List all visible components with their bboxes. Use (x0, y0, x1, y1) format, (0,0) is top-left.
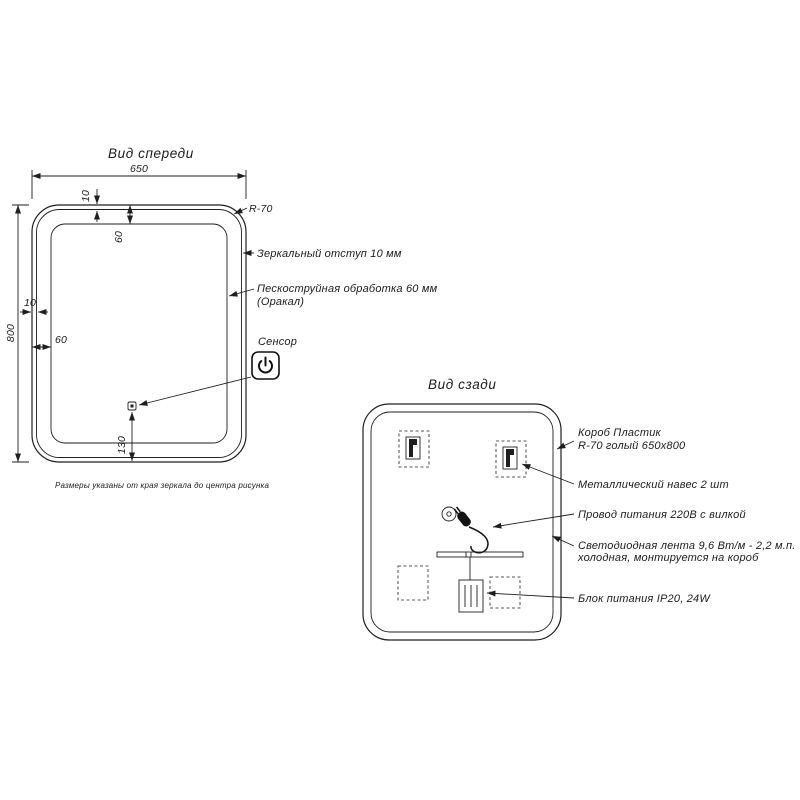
hanger-callout: Металлический навес 2 шт (521, 463, 729, 491)
dim-left-sandblast: 60 (32, 334, 67, 350)
front-view-footnote: Размеры указаны от края зеркала до центр… (55, 481, 270, 490)
led-callout: Светодиодная лента 9,6 Вт/м - 2,2 м.п. х… (551, 535, 796, 564)
box-inner-edge (370, 411, 554, 633)
sandblast-label-line2: (Оракал) (257, 296, 304, 308)
dim-sensor-bottom-label: 130 (116, 436, 128, 454)
dim-width: 650 (31, 163, 247, 199)
psu-label: Блок питания IP20, 24W (578, 593, 711, 605)
leader-line (556, 440, 575, 450)
hanger-right (495, 440, 527, 478)
front-view-title: Вид спереди (108, 146, 194, 161)
mirror-offset-label: Зеркальный отступ 10 мм (257, 248, 402, 260)
mirror-body (31, 204, 247, 463)
cord-grommet-hole (446, 511, 452, 517)
hanger-zone-dashed (495, 440, 527, 478)
sensor-mark-dot (130, 404, 134, 408)
dim-height: 800 (5, 204, 29, 463)
dim-top-offset-label: 10 (80, 190, 92, 202)
dim-left-offset: 10 (20, 297, 48, 315)
power-cord (441, 506, 489, 554)
leader-line (486, 590, 575, 599)
led-label-line1: Светодиодная лента 9,6 Вт/м - 2,2 м.п. (578, 540, 796, 552)
cord-cable (468, 526, 489, 554)
back-view: Вид сзади (362, 377, 796, 641)
dim-top-offset: 10 (80, 189, 100, 222)
leader-line (233, 207, 248, 215)
front-view: Вид спереди 650 800 10 60 (5, 146, 438, 490)
leader-line (492, 513, 575, 529)
power-icon-arc (258, 360, 273, 374)
sandblast-inner-edge (50, 223, 228, 444)
sandblast-callout: Пескоструйная обработка 60 мм (Оракал) (228, 283, 438, 308)
mirror-offset-line (36, 209, 242, 458)
dim-height-label: 800 (5, 324, 17, 342)
dim-width-label: 650 (130, 163, 148, 175)
corner-radius-callout: R-70 (233, 203, 273, 215)
mirror-outer-edge (31, 204, 247, 463)
power-supply-unit (458, 557, 484, 613)
dim-left-sandblast-label: 60 (55, 334, 67, 346)
power-icon-frame (251, 351, 280, 380)
box-callout: Короб Пластик R-70 голый 650x800 (556, 427, 686, 452)
box-body (362, 403, 562, 641)
led-strip (436, 551, 524, 558)
dim-top-sandblast-label: 60 (113, 231, 125, 243)
sensor-mark (127, 401, 137, 411)
led-strip-bar (436, 551, 524, 558)
hanger-left (398, 430, 430, 468)
plug-prong (455, 506, 461, 513)
hanger-plate (405, 436, 421, 460)
dim-left-offset-label: 10 (24, 297, 36, 309)
cord-grommet (441, 506, 457, 522)
hanger-zone-dashed (398, 430, 430, 468)
sandblast-label-line1: Пескоструйная обработка 60 мм (257, 283, 438, 295)
leader-line (138, 376, 252, 406)
power-icon (251, 351, 280, 380)
psu-body (458, 579, 484, 613)
plug-body (457, 511, 471, 527)
hanger-hook (506, 449, 514, 467)
leader-line (551, 535, 575, 547)
plug-icon (453, 506, 471, 527)
mirror-offset-callout: Зеркальный отступ 10 мм (243, 248, 402, 260)
box-label-line2: R-70 голый 650x800 (578, 440, 686, 452)
box-outer-edge (362, 403, 562, 641)
leader-line (521, 463, 575, 485)
sensor-callout: Сенсор (138, 336, 297, 406)
sensor-mark-outline (127, 401, 137, 411)
dim-sensor-bottom: 130 (116, 412, 135, 461)
leader-line (228, 288, 255, 297)
psu-callout: Блок питания IP20, 24W (486, 590, 711, 605)
hanger-plate (502, 446, 518, 470)
cord-label: Провод питания 220В с вилкой (578, 509, 746, 521)
corner-radius-label: R-70 (249, 203, 273, 215)
hanger-label: Металлический навес 2 шт (578, 479, 729, 491)
hanger-hook (409, 439, 417, 457)
dim-top-sandblast: 60 (113, 205, 133, 243)
box-label-line1: Короб Пластик (578, 427, 662, 439)
cord-callout: Провод питания 220В с вилкой (492, 509, 746, 529)
plug-prong (453, 508, 459, 515)
cutout-bottom-left (397, 565, 429, 601)
led-label-line2: холодная, монтируется на короб (577, 552, 759, 564)
cutout-bottom-right (489, 576, 521, 609)
sensor-label: Сенсор (258, 336, 297, 348)
back-view-title: Вид сзади (428, 377, 496, 392)
